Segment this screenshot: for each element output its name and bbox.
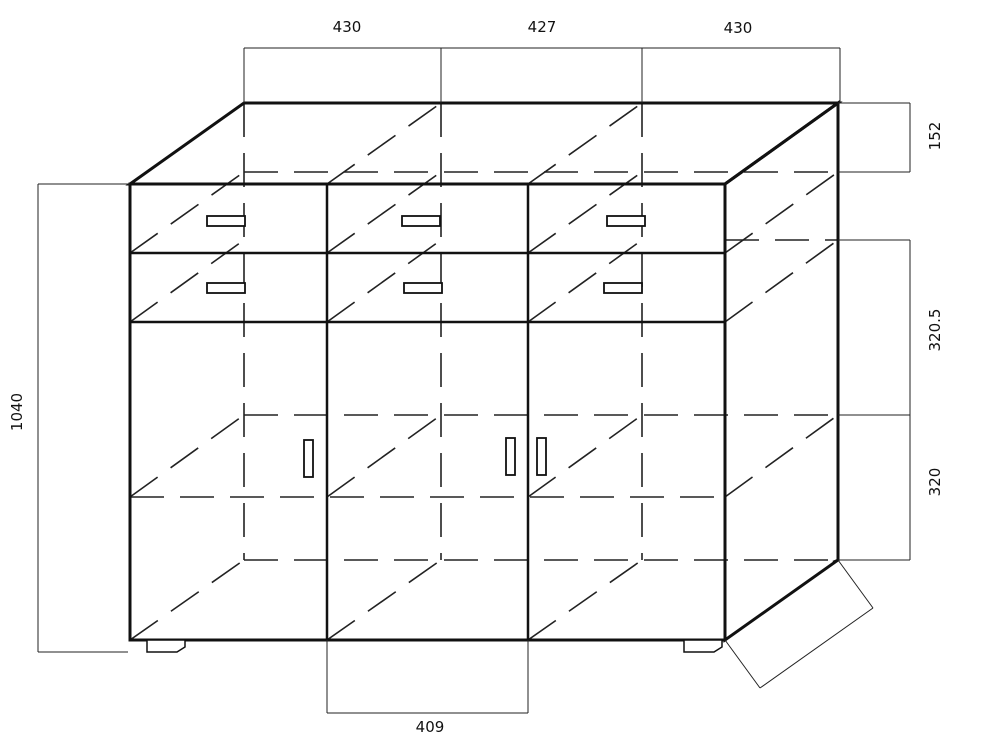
dim-lower-shelf: 320 — [926, 468, 944, 497]
dim-drawer-section: 320.5 — [926, 309, 944, 352]
dimension-lines — [37, 47, 911, 714]
door-handle — [536, 437, 547, 476]
drawer-handle — [603, 282, 643, 294]
drawer-handle — [206, 282, 246, 294]
door-handle — [303, 439, 314, 478]
dim-top-width-1: 430 — [333, 18, 362, 36]
drawer-handle — [206, 215, 246, 227]
dimension-labels: 430 427 430 1040 152 320.5 320 409 — [8, 18, 944, 736]
dim-top-width-2: 427 — [528, 18, 557, 36]
top-surface — [125, 101, 843, 186]
dim-door-width: 409 — [416, 718, 445, 736]
door-handles — [303, 437, 547, 478]
cabinet-carcass — [125, 100, 843, 643]
door-handle — [505, 437, 516, 476]
drawer-handle — [401, 215, 441, 227]
dim-depth: 152 — [926, 122, 944, 151]
foot-right — [683, 639, 723, 653]
drawer-handle — [606, 215, 646, 227]
front-face — [128, 182, 727, 642]
drawer-handles — [206, 215, 646, 294]
drawer-handle — [403, 282, 443, 294]
dim-total-height: 1040 — [8, 393, 26, 431]
dim-top-width-3: 430 — [724, 19, 753, 37]
foot-left — [146, 639, 186, 653]
feet — [146, 558, 839, 653]
